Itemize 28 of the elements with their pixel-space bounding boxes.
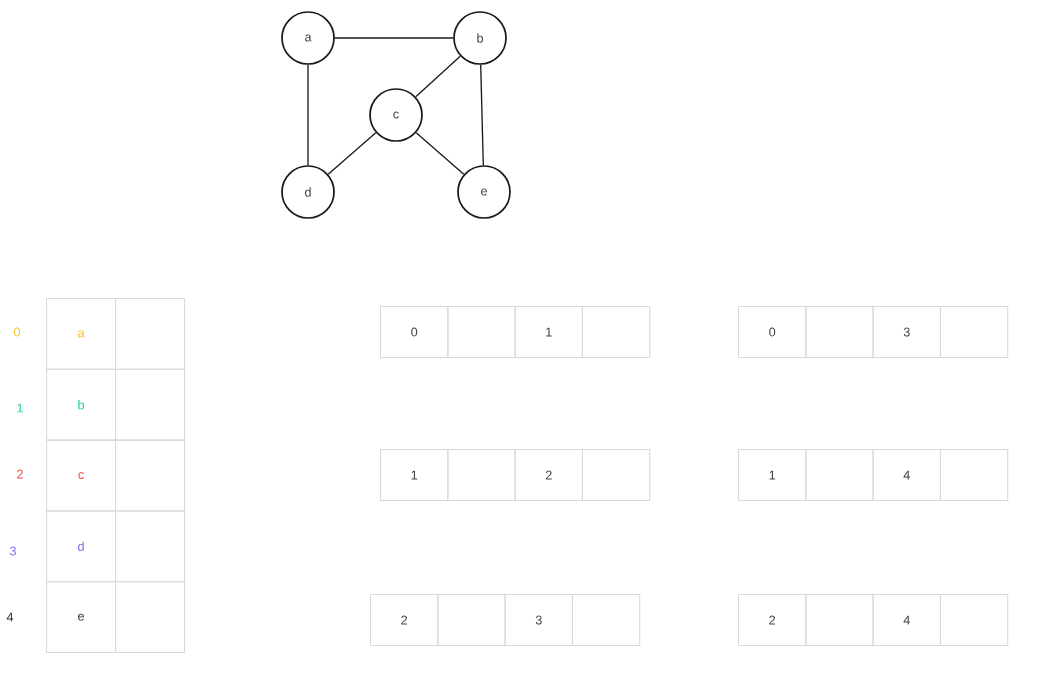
index-number: 0 xyxy=(14,327,21,337)
table-cell: 4 xyxy=(872,449,941,502)
graph-edge xyxy=(334,37,454,39)
table-cell: 0 xyxy=(380,306,449,359)
table-cell: d xyxy=(46,510,117,583)
index-number: 4 xyxy=(6,612,14,622)
table-cell: 2 xyxy=(738,594,807,647)
table-cell: 1 xyxy=(380,449,449,502)
table-cell: 2 xyxy=(370,594,439,647)
graph-edge xyxy=(327,132,377,175)
table-cell: 3 xyxy=(504,594,573,647)
index-number: 2 xyxy=(17,469,23,479)
index-number: 3 xyxy=(9,546,16,556)
table-cell: 3 xyxy=(872,306,941,359)
table-cell: a xyxy=(46,298,117,370)
graph-edge xyxy=(307,64,309,166)
table-cell: 1 xyxy=(738,449,807,502)
graph-edge xyxy=(415,55,461,98)
table-cell: 0 xyxy=(738,306,807,359)
graph-edge xyxy=(415,132,465,175)
table-cell: b xyxy=(46,368,117,441)
table-cell: 1 xyxy=(514,306,583,359)
table-cell: e xyxy=(46,581,117,654)
table-cell: 4 xyxy=(872,594,941,647)
table-cell: c xyxy=(46,439,117,512)
graph-edge xyxy=(480,64,484,166)
index-number: 1 xyxy=(17,403,23,413)
table-cell: 2 xyxy=(514,449,583,502)
